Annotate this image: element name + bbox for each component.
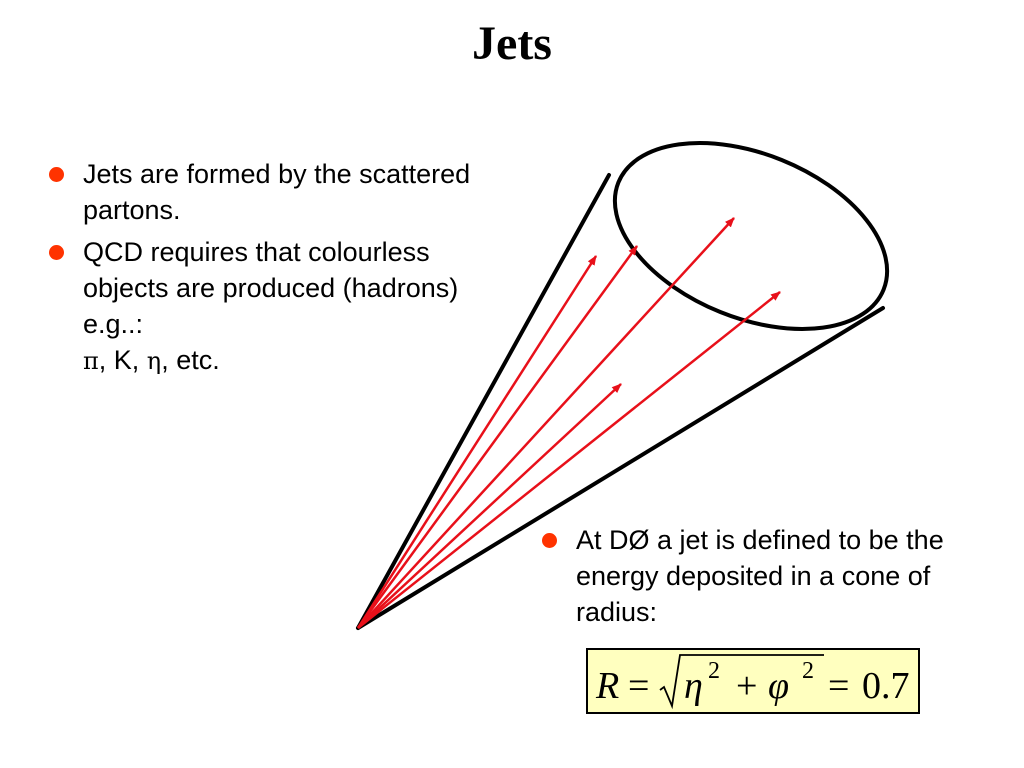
formula-phi-exponent: 2 [802,658,814,684]
bullet-dot-icon [49,245,64,260]
formula-equals: = [628,665,649,707]
bullet-text: QCD requires that colourless objects are… [83,237,459,339]
bullet-item-definition: At DØ a jet is defined to be the energy … [542,522,1002,630]
bullet-item-jets: Jets are formed by the scattered partons… [49,156,489,228]
formula-equals-2: = [828,665,849,707]
bullet-item-qcd: QCD requires that colourless objects are… [49,234,489,379]
formula-eta-exponent: 2 [708,658,720,684]
bullet-text: Jets are formed by the scattered partons… [83,159,471,225]
particle-tail: , etc. [161,345,220,375]
bullet-dot-icon [49,167,64,182]
formula-plus: + [736,665,757,707]
formula-box: R = η 2 + φ 2 = 0.7 [586,648,920,714]
left-bullet-list: Jets are formed by the scattered partons… [49,156,489,385]
formula-phi: φ [768,665,789,707]
formula-r: R [595,665,619,707]
right-bullet-list: At DØ a jet is defined to be the energy … [542,522,1002,636]
pi-symbol: π [83,347,99,375]
formula-eta: η [684,665,703,707]
bullet-text: At DØ a jet is defined to be the energy … [576,525,944,627]
slide-title: Jets [472,17,552,70]
sqrt-sign-icon [659,654,824,710]
particle-separator: , K, [98,345,147,375]
formula-value: 0.7 [862,665,910,707]
cone-opening-ellipse [612,140,890,332]
eta-symbol: η [146,347,162,375]
formula-svg: R = η 2 + φ 2 = 0.7 [595,654,910,710]
bullet-dot-icon [542,533,557,548]
